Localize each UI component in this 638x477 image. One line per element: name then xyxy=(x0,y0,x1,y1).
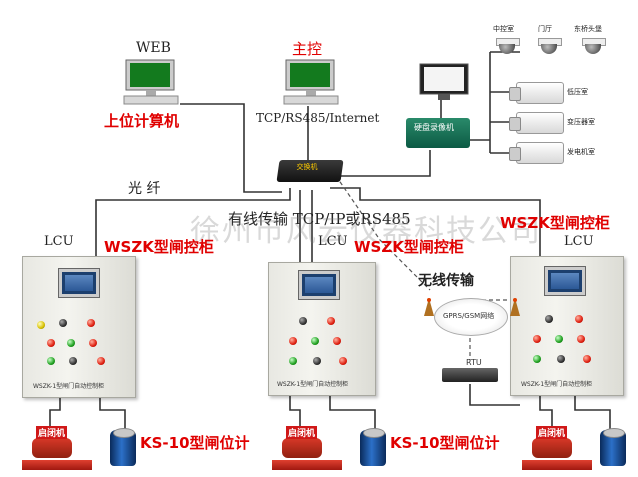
hmi-screen[interactable] xyxy=(58,268,100,298)
red-lamp-icon xyxy=(575,315,583,323)
hoist-device[interactable]: 启闭机 xyxy=(522,426,592,470)
control-cabinet[interactable]: WSZK-1型闸门自动控制柜 xyxy=(510,256,624,396)
antenna-icon xyxy=(422,298,436,316)
red-lamp-icon xyxy=(327,317,335,325)
gprs-cloud[interactable]: GPRS/GSM网络 xyxy=(434,298,508,336)
red-lamp-icon xyxy=(47,339,55,347)
hoist-device[interactable]: 启闭机 xyxy=(22,426,92,470)
gate-gauge-icon[interactable] xyxy=(600,428,626,466)
switch-label: 交换机 xyxy=(296,163,318,171)
cabinet-nameplate: WSZK-1型闸门自动控制柜 xyxy=(33,383,105,390)
cabinet-title: WSZK型闸控柜 xyxy=(500,214,610,232)
box-camera-icon[interactable]: 变压器室 xyxy=(509,112,595,134)
dome-camera-label: 中控室 xyxy=(493,25,514,33)
hmi-screen[interactable] xyxy=(298,270,340,300)
surveillance-monitor-icon[interactable] xyxy=(418,62,470,102)
web-label: WEB xyxy=(136,40,171,56)
antenna-icon xyxy=(508,298,522,316)
hoist-label: 启闭机 xyxy=(36,426,68,439)
green-lamp-icon xyxy=(555,335,563,343)
protocol-top-label: TCP/RS485/Internet xyxy=(256,111,380,125)
rtu-device[interactable] xyxy=(442,368,498,382)
black-button-icon[interactable] xyxy=(69,357,77,365)
main-control-label: 主控 xyxy=(292,40,323,58)
dome-camera-label: 门厅 xyxy=(538,25,552,33)
hoist-device[interactable]: 启闭机 xyxy=(272,426,342,470)
red-lamp-icon xyxy=(533,335,541,343)
box-camera-icon[interactable]: 发电机室 xyxy=(509,142,595,164)
red-lamp-icon xyxy=(583,355,591,363)
lcu-label: LCU xyxy=(318,234,348,249)
selector-knob-icon[interactable] xyxy=(545,315,553,323)
fiber-label: 光 纤 xyxy=(128,181,161,197)
selector-knob-icon[interactable] xyxy=(59,319,67,327)
web-computer-icon[interactable] xyxy=(120,58,182,108)
red-button-icon[interactable] xyxy=(89,339,97,347)
dome-camera-icon[interactable] xyxy=(538,38,562,54)
cabinet-nameplate: WSZK-1型闸门自动控制柜 xyxy=(521,381,593,388)
lcu-label: LCU xyxy=(44,234,74,249)
wired-label: 有线传输 TCP/IP或RS485 xyxy=(228,210,411,228)
red-lamp-icon xyxy=(87,319,95,327)
nvr-device[interactable]: 硬盘录像机 xyxy=(406,118,470,148)
box-camera-label: 发电机室 xyxy=(567,148,595,156)
green-lamp-icon xyxy=(289,357,297,365)
cabinet-title: WSZK型闸控柜 xyxy=(104,238,214,256)
wireless-label: 无线传输 xyxy=(418,273,474,289)
red-button-icon[interactable] xyxy=(333,337,341,345)
control-cabinet[interactable]: WSZK-1型闸门自动控制柜 xyxy=(268,262,376,396)
switch-device[interactable]: 交换机 xyxy=(276,160,344,182)
dome-camera-icon[interactable] xyxy=(496,38,520,54)
gauge-label: KS-10型闸位计 xyxy=(390,434,500,452)
red-button-icon[interactable] xyxy=(577,335,585,343)
green-lamp-icon xyxy=(533,355,541,363)
black-button-icon[interactable] xyxy=(313,357,321,365)
red-lamp-icon xyxy=(339,357,347,365)
red-lamp-icon xyxy=(97,357,105,365)
dome-camera-label: 东桥头堡 xyxy=(574,25,602,33)
rtu-label: RTU xyxy=(466,358,482,367)
hmi-screen[interactable] xyxy=(544,266,586,296)
box-camera-label: 变压器室 xyxy=(567,118,595,126)
hoist-label: 启闭机 xyxy=(536,426,568,439)
watermark: 徐州市风云仪器科技公司 xyxy=(190,214,542,249)
hoist-label: 启闭机 xyxy=(286,426,318,439)
box-camera-label: 低压室 xyxy=(567,88,588,96)
gauge-label: KS-10型闸位计 xyxy=(140,434,250,452)
upper-pc-label: 上位计算机 xyxy=(104,112,180,130)
cabinet-nameplate: WSZK-1型闸门自动控制柜 xyxy=(277,381,349,388)
yellow-lamp-icon xyxy=(37,321,45,329)
box-camera-icon[interactable]: 低压室 xyxy=(509,82,588,104)
green-lamp-icon xyxy=(311,337,319,345)
gate-gauge-icon[interactable] xyxy=(360,428,386,466)
red-lamp-icon xyxy=(289,337,297,345)
main-computer-icon[interactable] xyxy=(280,58,342,108)
green-lamp-icon xyxy=(67,339,75,347)
nvr-label: 硬盘录像机 xyxy=(414,123,454,132)
control-cabinet[interactable]: WSZK-1型闸门自动控制柜 xyxy=(22,256,136,398)
selector-knob-icon[interactable] xyxy=(299,317,307,325)
black-button-icon[interactable] xyxy=(557,355,565,363)
green-lamp-icon xyxy=(47,357,55,365)
gprs-label: GPRS/GSM网络 xyxy=(443,312,495,320)
gate-gauge-icon[interactable] xyxy=(110,428,136,466)
cabinet-title: WSZK型闸控柜 xyxy=(354,238,464,256)
lcu-label: LCU xyxy=(564,234,594,249)
dome-camera-icon[interactable] xyxy=(582,38,606,54)
